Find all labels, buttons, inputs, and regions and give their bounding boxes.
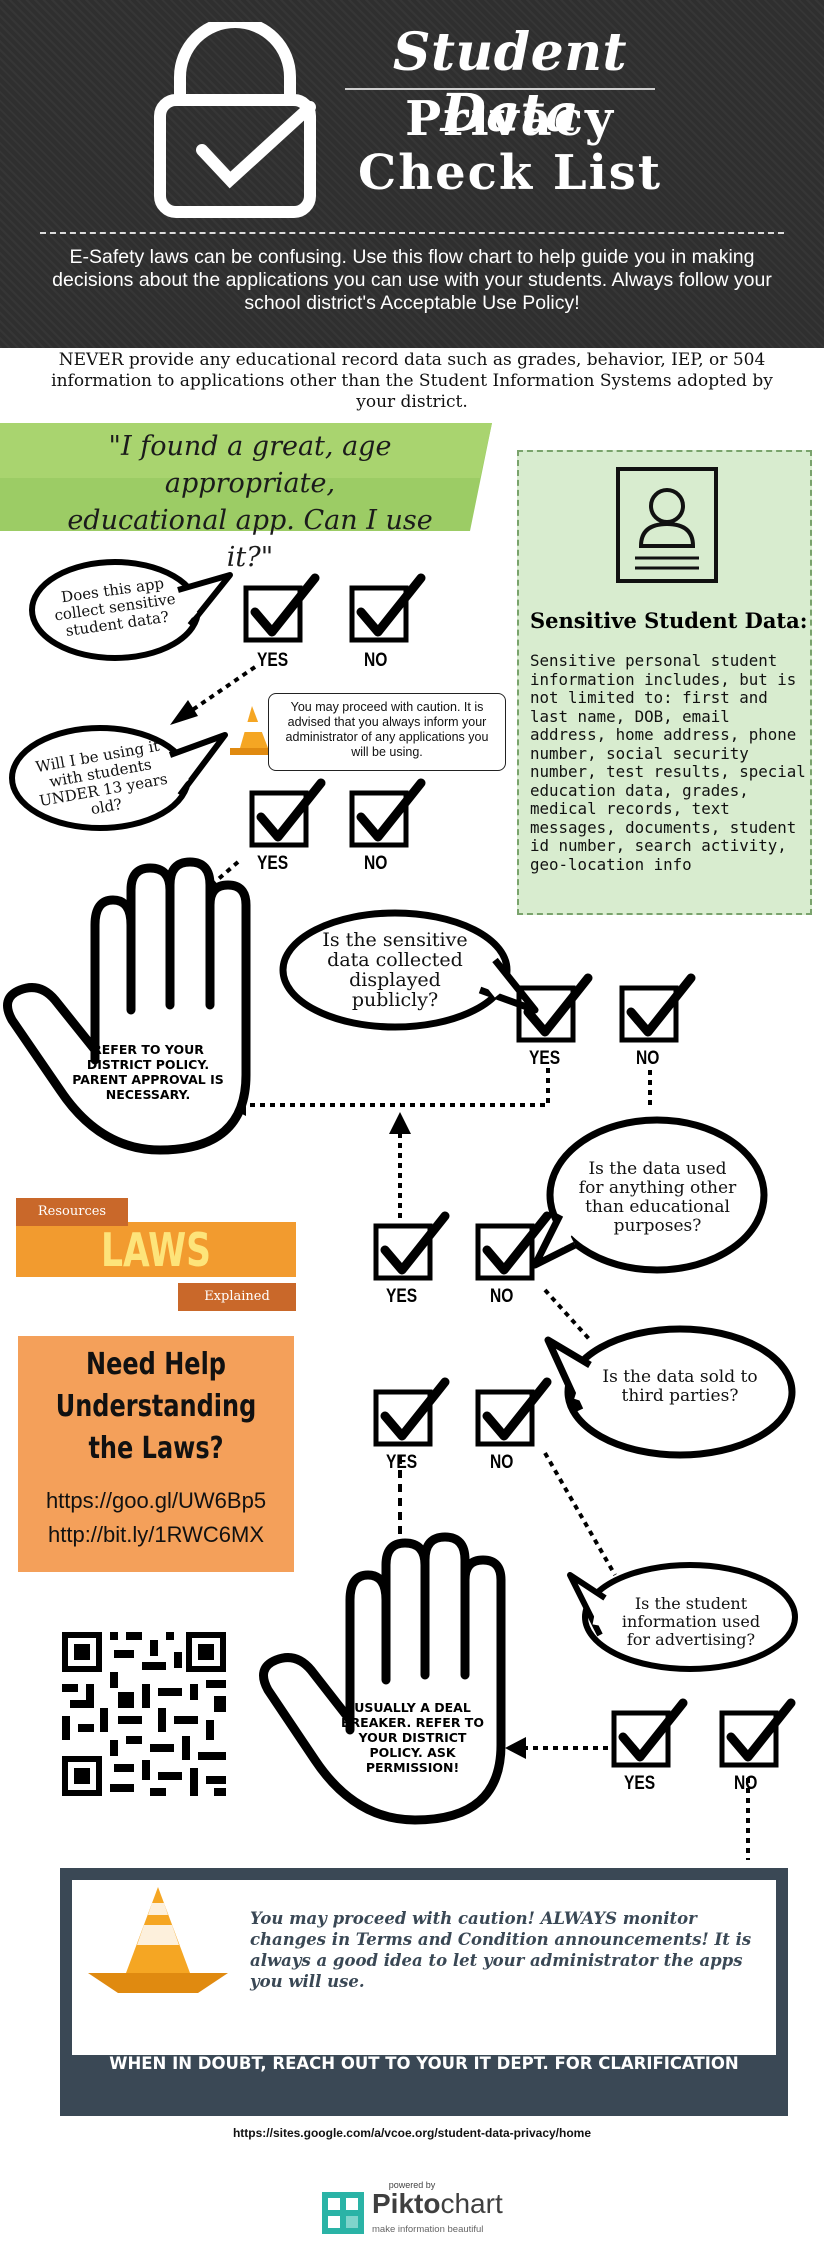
question-3-text: Is the sensitive data collected displaye… [322, 929, 468, 1011]
answer-yes-3: YES [529, 1048, 561, 1069]
header-divider [40, 232, 784, 234]
answer-no-5: NO [490, 1452, 514, 1473]
banner-question: "I found a great, age appropriate, educa… [40, 428, 460, 576]
answer-no-2: NO [364, 853, 388, 874]
flowchart-graphics [3, 559, 798, 1860]
checkbox-no-2 [349, 778, 426, 848]
sensitive-data-panel [517, 450, 812, 915]
answer-no-4: NO [490, 1286, 514, 1307]
caution-note: You may proceed with caution. It is advi… [268, 693, 506, 771]
sensitive-data-title: Sensitive Student Data: [530, 608, 808, 633]
title-line-privacy: Privacy [405, 91, 615, 147]
stop-hand-icon-2 [259, 1532, 506, 1825]
checkbox-no-5 [475, 1377, 552, 1447]
title-divider [345, 88, 655, 90]
help-panel [18, 1336, 294, 1572]
speech-bubble-2 [9, 725, 228, 831]
question-banner [0, 423, 492, 531]
traffic-cone-icon-large [88, 1887, 228, 1993]
answer-yes-1: YES [257, 650, 289, 671]
piktochart-logo-icon [322, 2192, 364, 2234]
checkbox-no-6 [719, 1698, 796, 1768]
checkbox-yes-3 [516, 973, 593, 1043]
traffic-cone-icon-small [230, 706, 276, 755]
answer-no-1: NO [364, 650, 388, 671]
laws-banner [16, 1222, 296, 1277]
speech-bubble-1 [29, 559, 233, 661]
speech-bubble-5 [544, 1325, 796, 1459]
explained-tag: Explained [178, 1283, 296, 1311]
hand-2-text: Usually a deal breaker. Refer to your di… [341, 1700, 484, 1775]
stop-hand-icon-1 [3, 857, 251, 1155]
answer-yes-6: YES [624, 1773, 656, 1794]
banner-line-1: "I found a great, age appropriate, [108, 431, 392, 499]
speech-bubble-6 [567, 1562, 798, 1672]
checkbox-yes-1 [243, 573, 320, 643]
law-link-1[interactable]: https://goo.gl/UW6Bp5 [45, 1488, 267, 1513]
title-privacy-check-list: Privacy Check List [330, 92, 690, 200]
piktochart-brand: Piktochart [372, 2188, 503, 2220]
final-caution-text: You may proceed with caution! ALWAYS mon… [250, 1909, 752, 1991]
lock-check-icon [154, 22, 316, 218]
question-5-text: Is the data sold to third parties? [602, 1367, 758, 1406]
title-student-data: Student Data [392, 22, 628, 144]
warning-text: NEVER provide any educational record dat… [51, 350, 773, 412]
header-intro: E-Safety laws can be confusing. Use this… [52, 246, 772, 314]
checkbox-yes-5 [373, 1377, 450, 1447]
help-title: Need Help Understanding the Laws? [55, 1347, 257, 1466]
answer-yes-4: YES [386, 1286, 418, 1307]
law-link-2[interactable]: http://bit.ly/1RWC6MX [48, 1522, 264, 1547]
checkbox-yes-2 [249, 778, 326, 848]
answer-yes-2: YES [257, 853, 289, 874]
resources-tag: Resources [16, 1198, 128, 1226]
powered-by: powered by [388, 2180, 436, 2190]
title-line-check-list: Check List [357, 145, 662, 201]
banner-line-2: educational app. Can I use it?" [67, 505, 433, 573]
brand-light: chart [440, 2188, 503, 2219]
header [0, 0, 824, 348]
brand-bold: Pikto [372, 2188, 441, 2219]
question-4-text: Is the data used for anything other than… [578, 1159, 737, 1236]
checkbox-no-4 [475, 1211, 552, 1281]
id-card-icon [616, 467, 718, 583]
final-inner-panel [72, 1880, 776, 2055]
laws-heading: LAWS [100, 1223, 212, 1277]
answer-no-6: NO [734, 1773, 758, 1794]
sensitive-data-list: Sensitive personal student information i… [530, 651, 806, 874]
answer-no-3: NO [636, 1048, 660, 1069]
speech-bubble-4 [531, 1116, 768, 1274]
flow-arrows [183, 665, 750, 1860]
answer-yes-5: YES [386, 1452, 418, 1473]
checkbox-no-3 [619, 973, 696, 1043]
hand-1-text: Refer to your district policy. Parent ap… [72, 1042, 224, 1102]
checkbox-yes-4 [373, 1211, 450, 1281]
checkbox-no-1 [349, 573, 426, 643]
source-link[interactable]: https://sites.google.com/a/vcoe.org/stud… [232, 2126, 592, 2140]
qr-code [60, 1630, 228, 1798]
final-cta: WHEN IN DOUBT, REACH OUT TO YOUR IT DEPT… [109, 2054, 739, 2073]
piktochart-tagline: make information beautiful [372, 2224, 484, 2235]
checkbox-yes-6 [611, 1698, 688, 1768]
question-6-text: Is the student information used for adve… [621, 1594, 761, 1649]
